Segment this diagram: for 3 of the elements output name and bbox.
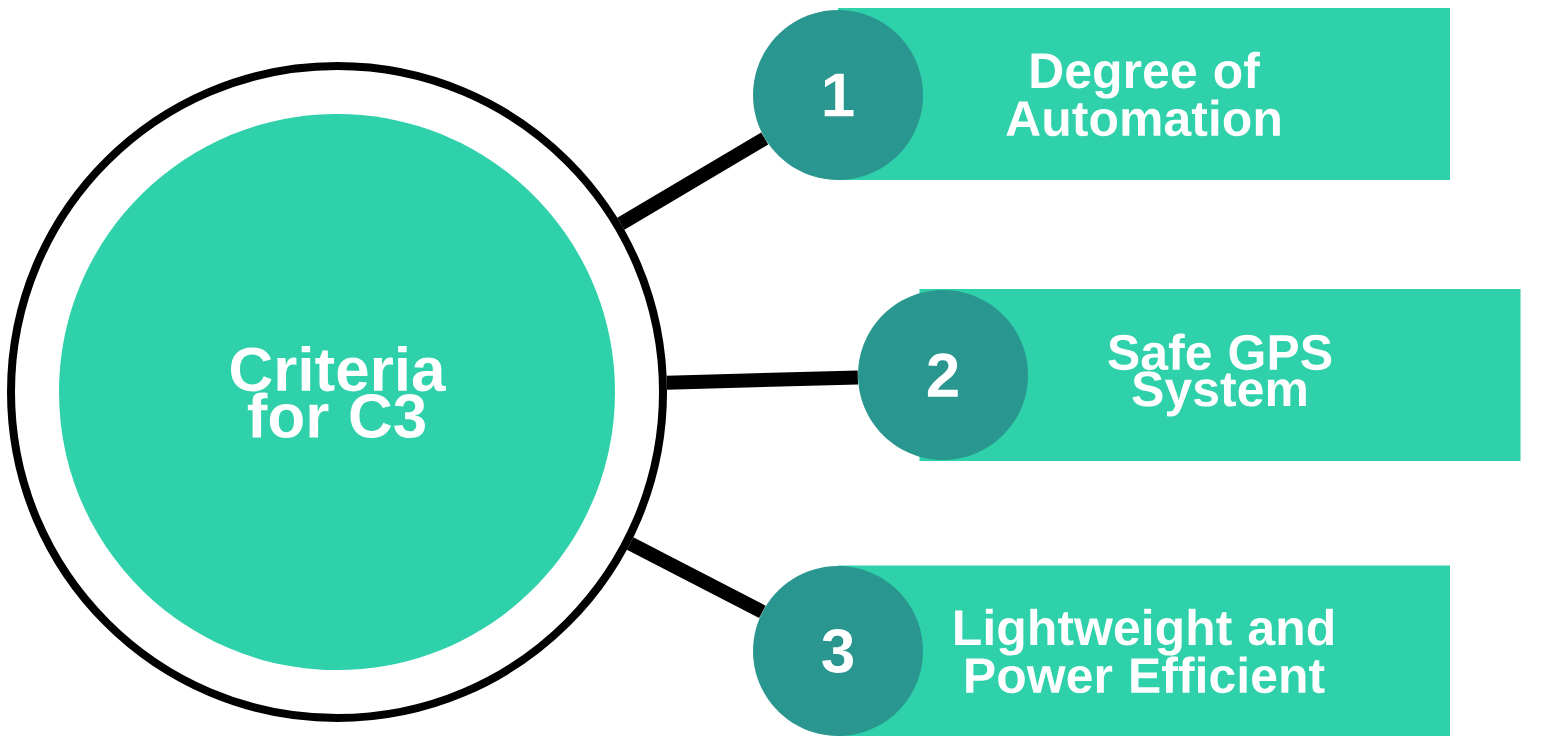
- connector-line: [617, 132, 769, 230]
- connector-line: [666, 370, 859, 390]
- connector-line: [626, 537, 766, 619]
